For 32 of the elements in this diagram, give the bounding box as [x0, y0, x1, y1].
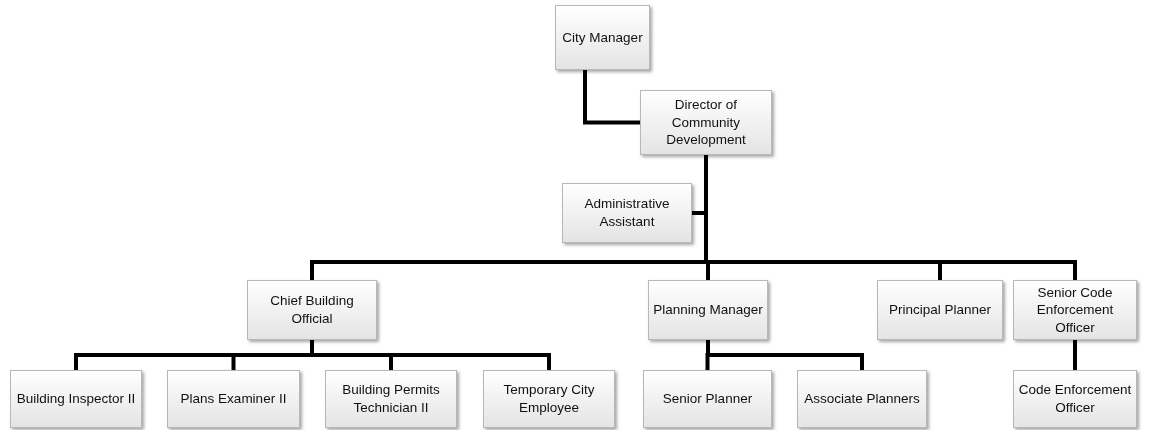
position-box: [483, 370, 615, 428]
position-box: [1013, 370, 1137, 428]
position-box: [797, 370, 927, 428]
job-title: Code Enforcement Officer: [1018, 381, 1132, 417]
job-title: Administrative Assistant: [583, 195, 671, 231]
job-title: City Manager: [562, 28, 643, 47]
position-box: [1013, 280, 1137, 340]
connector-line: [583, 70, 640, 125]
job-title: Plans Examiner II: [180, 390, 287, 408]
connector-line: [310, 340, 551, 370]
position-box: [648, 280, 768, 340]
position-box: [10, 370, 142, 428]
job-title: Associate Planners: [804, 390, 920, 408]
position-box: [640, 90, 772, 155]
job-title: Building Inspector II: [16, 390, 136, 408]
connector-line: [706, 340, 864, 370]
position-box: [643, 370, 772, 428]
job-title: Temporary City Employee: [502, 381, 596, 417]
position-box: [877, 280, 1003, 340]
job-title: Principal Planner: [888, 301, 992, 319]
position-box: [325, 370, 457, 428]
job-title: Chief Building Official: [269, 292, 355, 328]
job-title: Planning Manager: [653, 301, 763, 319]
job-title: Building Permits Technician II: [341, 381, 441, 417]
job-title: Director of Community Development: [665, 96, 747, 149]
position-box: [555, 5, 650, 70]
job-title: Senior Planner: [662, 390, 753, 408]
connector-line: [1073, 340, 1077, 370]
position-box: [247, 280, 377, 340]
job-title: Senior Code Enforcement Officer: [1035, 283, 1115, 337]
position-box: [167, 370, 300, 428]
position-box: [562, 183, 692, 243]
